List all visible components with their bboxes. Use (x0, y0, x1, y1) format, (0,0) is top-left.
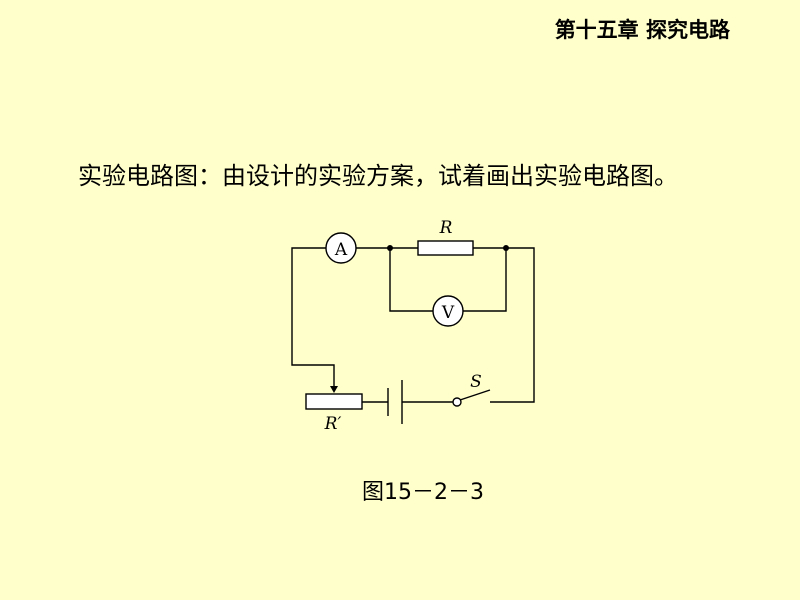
wire-left (291, 247, 335, 391)
switch-lever (459, 389, 491, 401)
rheostat-arrow-icon (330, 386, 338, 393)
voltmeter-symbol (432, 295, 464, 327)
junction-dot-right (503, 245, 509, 251)
instruction-text: 实验电路图：由设计的实验方案，试着画出实验电路图。 (78, 162, 678, 190)
switch-pivot (452, 397, 462, 407)
wire-voltmeter-branch (389, 248, 507, 312)
wire-right (490, 247, 535, 403)
chapter-title: 第十五章 探究电路 (554, 18, 730, 42)
switch-label: S (470, 372, 482, 392)
voltmeter-label: V (441, 303, 455, 323)
rheostat-symbol (305, 393, 363, 410)
ammeter-symbol (325, 232, 357, 264)
resistor-label: R (439, 218, 453, 238)
junction-dot-left (387, 245, 393, 251)
rheostat-label: R′ (324, 414, 342, 434)
ammeter-label: A (334, 240, 348, 260)
resistor-symbol (417, 240, 474, 256)
figure-caption: 图15－2－3 (362, 480, 484, 505)
